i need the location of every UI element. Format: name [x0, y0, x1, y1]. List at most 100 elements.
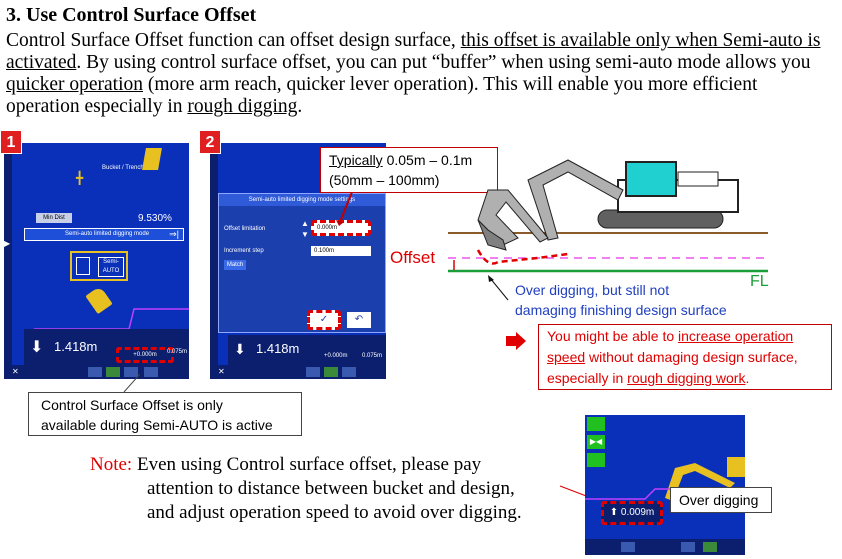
- distance-readout: 1.418m: [54, 339, 98, 354]
- min-dist-button[interactable]: Min Dist: [36, 213, 72, 223]
- excavator-icon: [76, 257, 90, 275]
- crosshair-icon: ╋: [76, 171, 84, 185]
- bucket-top-icon: [142, 148, 162, 170]
- down-arrow-icon: ⬇: [30, 339, 44, 356]
- mini-excavator-icon: [665, 457, 745, 501]
- offset-readout-box[interactable]: +0.000m: [116, 347, 174, 363]
- excavator-diagram: [448, 159, 768, 301]
- screen-1: ▶ Bucket / Trench vs ╋ Min Dist 9.530% S…: [4, 143, 189, 379]
- note-line3: and adjust operation speed to avoid over…: [147, 502, 522, 523]
- side-arrow-icon[interactable]: ▶◀: [587, 435, 605, 449]
- screen3-value: 0.009m: [620, 507, 655, 518]
- excavator-bucket: [477, 219, 507, 251]
- para-underline-3: rough digging: [187, 96, 298, 117]
- operation-l1u: increase operation: [678, 328, 794, 344]
- over-digging-desc: Over digging, but still not damaging fin…: [515, 280, 727, 320]
- para-text-2: . By using control surface offset, you c…: [76, 52, 811, 73]
- para-underline-2: quicker operation: [6, 74, 143, 95]
- toolbar-button-a[interactable]: [88, 367, 102, 377]
- toolbar-button-a[interactable]: [621, 542, 635, 552]
- offset-label: Offset: [390, 248, 436, 267]
- note-line2: attention to distance between bucket and…: [147, 478, 515, 499]
- increment-down-icon[interactable]: ▼: [301, 230, 309, 239]
- distance-panel: ⬇ 1.418m +0.000m 0.075m: [24, 329, 189, 365]
- bottom-toolbar: ✕: [4, 365, 189, 379]
- bottom-toolbar-3: [585, 539, 745, 555]
- confirm-check-button[interactable]: ✓: [307, 310, 341, 330]
- bottom-toolbar-2: ✕: [210, 365, 386, 379]
- side-indicator-icon[interactable]: [587, 417, 605, 431]
- over-dig-pointer: [489, 277, 509, 301]
- semi-auto-button[interactable]: Semi-AUTO: [70, 251, 128, 281]
- excavator-arm: [477, 189, 549, 246]
- screen3-value-box[interactable]: ⬆ 0.009m: [601, 501, 663, 525]
- toolbar-button-c[interactable]: [703, 542, 717, 552]
- operation-l2u: speed: [547, 349, 586, 365]
- operation-callout: You might be able to increase operation …: [538, 324, 832, 390]
- para-underline-1: this offset is available only when Semi-…: [6, 30, 821, 73]
- callout-arrow: [336, 191, 353, 226]
- toolbar-button-d[interactable]: [144, 367, 158, 377]
- settings-dialog: Semi-auto limited digging mode settings …: [218, 193, 386, 333]
- undo-button[interactable]: ↶: [347, 312, 371, 328]
- semi-auto-note-line1: Control Surface Offset is only: [41, 397, 223, 413]
- toolbar-button-b[interactable]: [324, 367, 338, 377]
- badge-2: 2: [199, 130, 221, 154]
- tool-icon[interactable]: ✕: [218, 367, 225, 376]
- operation-l3u: rough digging work: [627, 370, 746, 386]
- excavator-engine: [677, 171, 719, 187]
- para-text-3: (more arm reach, quicker lever operation…: [6, 74, 758, 117]
- typical-callout: Typically 0.05m – 0.1m (50mm – 100mm): [320, 147, 498, 193]
- down-arrow-icon: ⬇: [234, 341, 246, 357]
- increment-step-label: Increment step: [224, 248, 264, 254]
- offset-right-readout-2: 0.075m: [361, 353, 382, 359]
- toolbar-button-a[interactable]: [306, 367, 320, 377]
- tool-icon[interactable]: ✕: [12, 367, 19, 376]
- percent-readout: 9.530%: [138, 213, 172, 224]
- mode-label: Semi-auto limited digging mode: [65, 231, 150, 237]
- note-block: Note: Even using Control surface offset,…: [90, 453, 522, 525]
- page-title: 3. Use Control Surface Offset: [6, 4, 257, 26]
- semi-auto-note-callout: Control Surface Offset is only available…: [28, 392, 302, 436]
- increment-step-input[interactable]: 0.100m: [311, 246, 371, 256]
- note-pointer-line: [123, 373, 141, 393]
- mode-toggle-icon[interactable]: ⇒|: [169, 229, 179, 239]
- toolbar-button-b[interactable]: [681, 542, 695, 552]
- distance-panel-2: ⬇ 1.418m +0.000m 0.075m: [228, 335, 386, 365]
- operation-l3a: especially in: [547, 370, 628, 386]
- offset-right-readout: 0.075m: [166, 349, 187, 355]
- excavator-cab: [625, 161, 677, 197]
- note-line1: Even using Control surface offset, pleas…: [132, 454, 482, 475]
- increment-up-icon[interactable]: ▲: [301, 219, 309, 228]
- over-digging-callout: Over digging: [670, 487, 772, 513]
- operation-l3b: .: [745, 370, 750, 386]
- toolbar-button-c[interactable]: [124, 367, 138, 377]
- match-button[interactable]: Match: [224, 260, 246, 270]
- fl-label: FL: [750, 273, 769, 290]
- typical-underline: Typically: [329, 152, 383, 168]
- offset-limitation-label: Offset limitation: [224, 226, 266, 232]
- typical-rest: 0.05m – 0.1m: [382, 152, 473, 168]
- offset-readout-2: +0.000m: [324, 353, 348, 359]
- mode-bar: Semi-auto limited digging mode ⇒|: [24, 228, 184, 241]
- side-arrow-icon[interactable]: ▶: [4, 239, 11, 248]
- toolbar-button-c[interactable]: [342, 367, 356, 377]
- typical-line2: (50mm – 100mm): [329, 172, 440, 188]
- up-arrow-icon: ⬆: [609, 507, 619, 518]
- right-arrow-icon: [506, 332, 526, 350]
- semi-auto-label: Semi-AUTO: [98, 257, 124, 277]
- operation-l1a: You might be able to: [547, 328, 679, 344]
- side-indicator-icon-2[interactable]: [587, 453, 605, 467]
- toolbar-button-b[interactable]: [106, 367, 120, 377]
- dialog-title: Semi-auto limited digging mode settings: [219, 194, 385, 206]
- distance-readout-2: 1.418m: [256, 341, 300, 356]
- over-digging-desc-line2: damaging finishing design surface: [515, 302, 727, 318]
- note-prefix: Note:: [90, 454, 133, 475]
- badge-1: 1: [0, 130, 22, 154]
- intro-paragraph: Control Surface Offset function can offs…: [6, 30, 826, 118]
- over-digging-desc-line1: Over digging, but still not: [515, 282, 670, 298]
- dig-trace: [476, 249, 569, 265]
- semi-auto-note-line2: available during Semi-AUTO is active: [41, 417, 273, 433]
- excavator-boom: [527, 159, 624, 241]
- para-text-1: Control Surface Offset function can offs…: [6, 30, 461, 51]
